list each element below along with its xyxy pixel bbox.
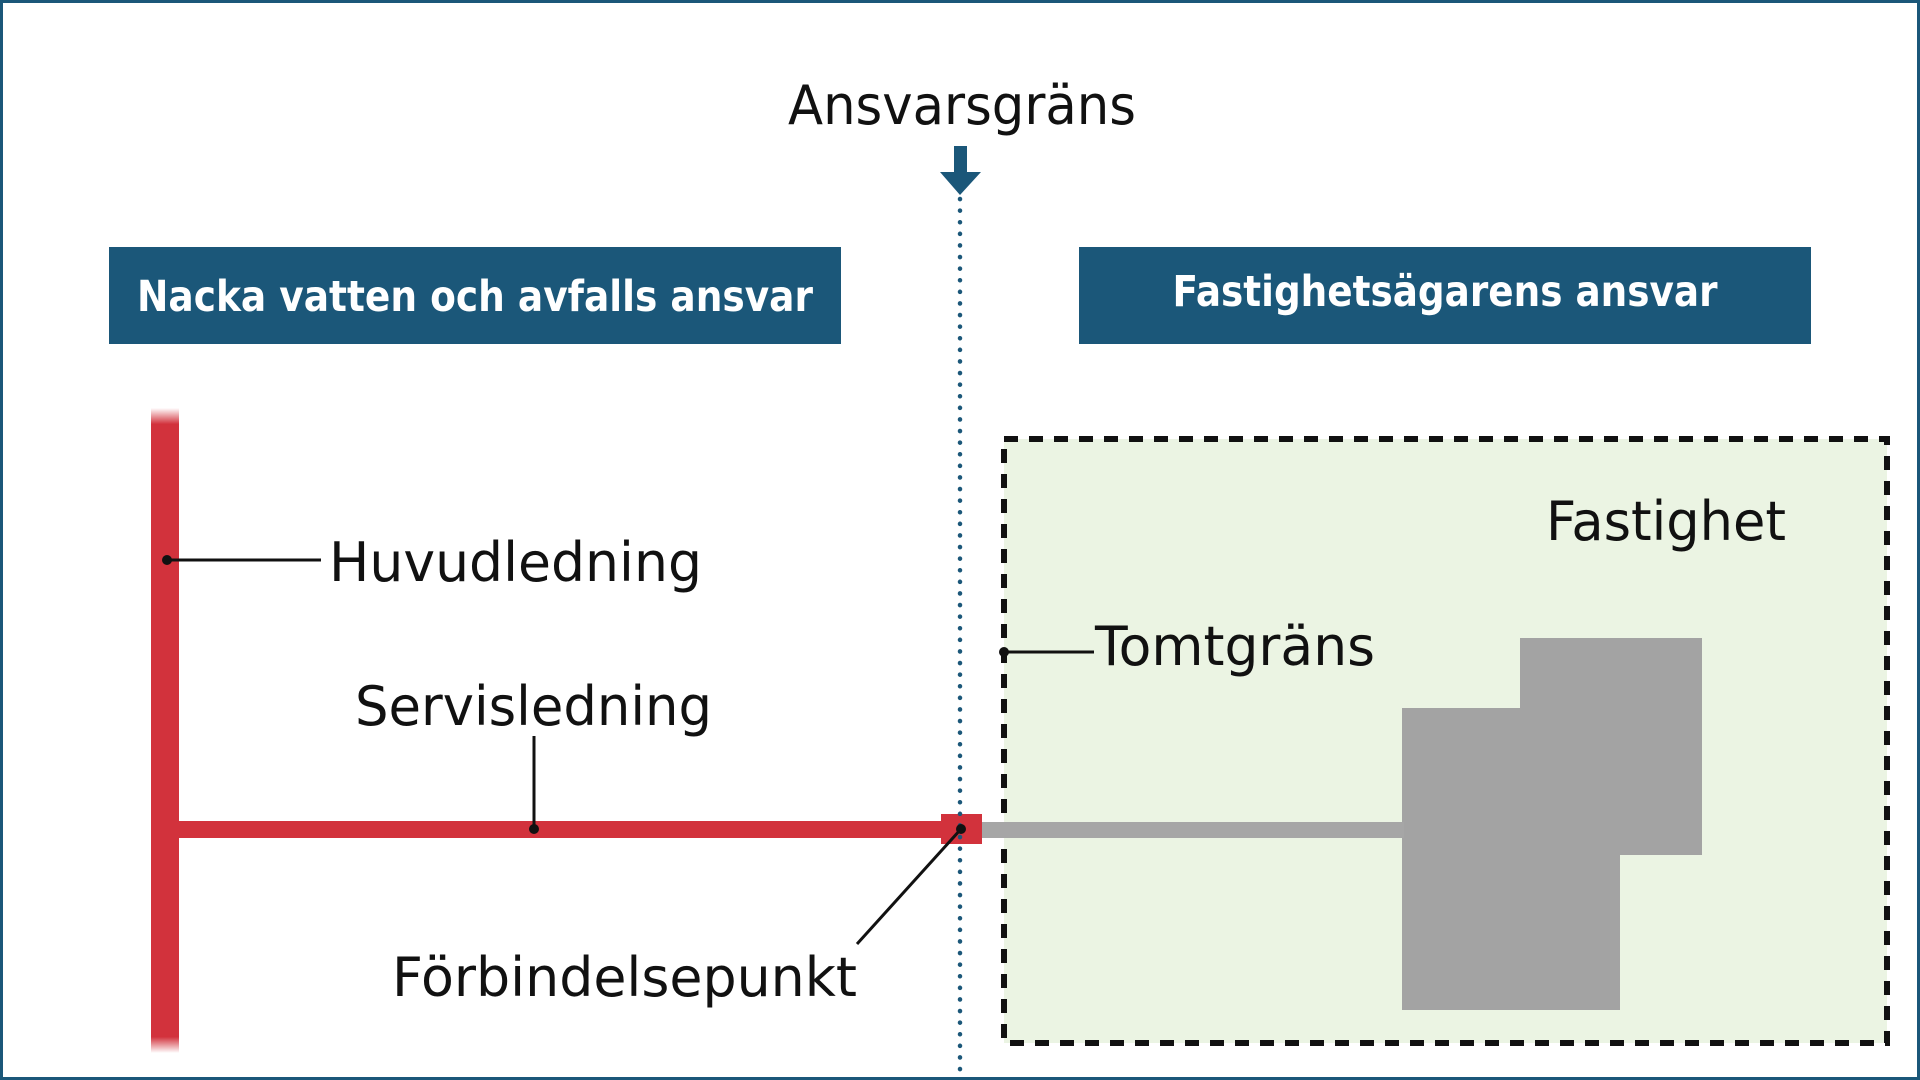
- connection-point-label: Förbindelsepunkt: [392, 946, 857, 1009]
- left-header-box: [109, 247, 841, 344]
- main-pipe: [151, 408, 179, 1053]
- responsibility-diagram: Nacka vatten och avfalls ansvar Fastighe…: [109, 74, 1890, 1077]
- left-header-label: Nacka vatten och avfalls ansvar: [137, 272, 814, 322]
- connection-point-dot: [956, 824, 966, 834]
- plot-boundary-label: Tomtgräns: [1094, 615, 1375, 678]
- private-service-pipe: [981, 822, 1404, 838]
- property-label: Fastighet: [1546, 490, 1786, 553]
- down-arrow-icon: [940, 146, 981, 195]
- boundary-label: Ansvarsgräns: [788, 74, 1136, 137]
- building: [1402, 638, 1702, 1010]
- main-line-dot: [162, 555, 172, 565]
- service-line-label: Servisledning: [355, 675, 712, 738]
- plot-boundary-dot: [999, 647, 1009, 657]
- service-line-dot: [529, 824, 539, 834]
- right-header-label: Fastighetsägarens ansvar: [1173, 267, 1719, 317]
- connection-point-leader: [855, 827, 963, 946]
- main-line-label: Huvudledning: [329, 531, 702, 594]
- right-header-box: [1079, 247, 1811, 344]
- service-pipe: [171, 821, 961, 838]
